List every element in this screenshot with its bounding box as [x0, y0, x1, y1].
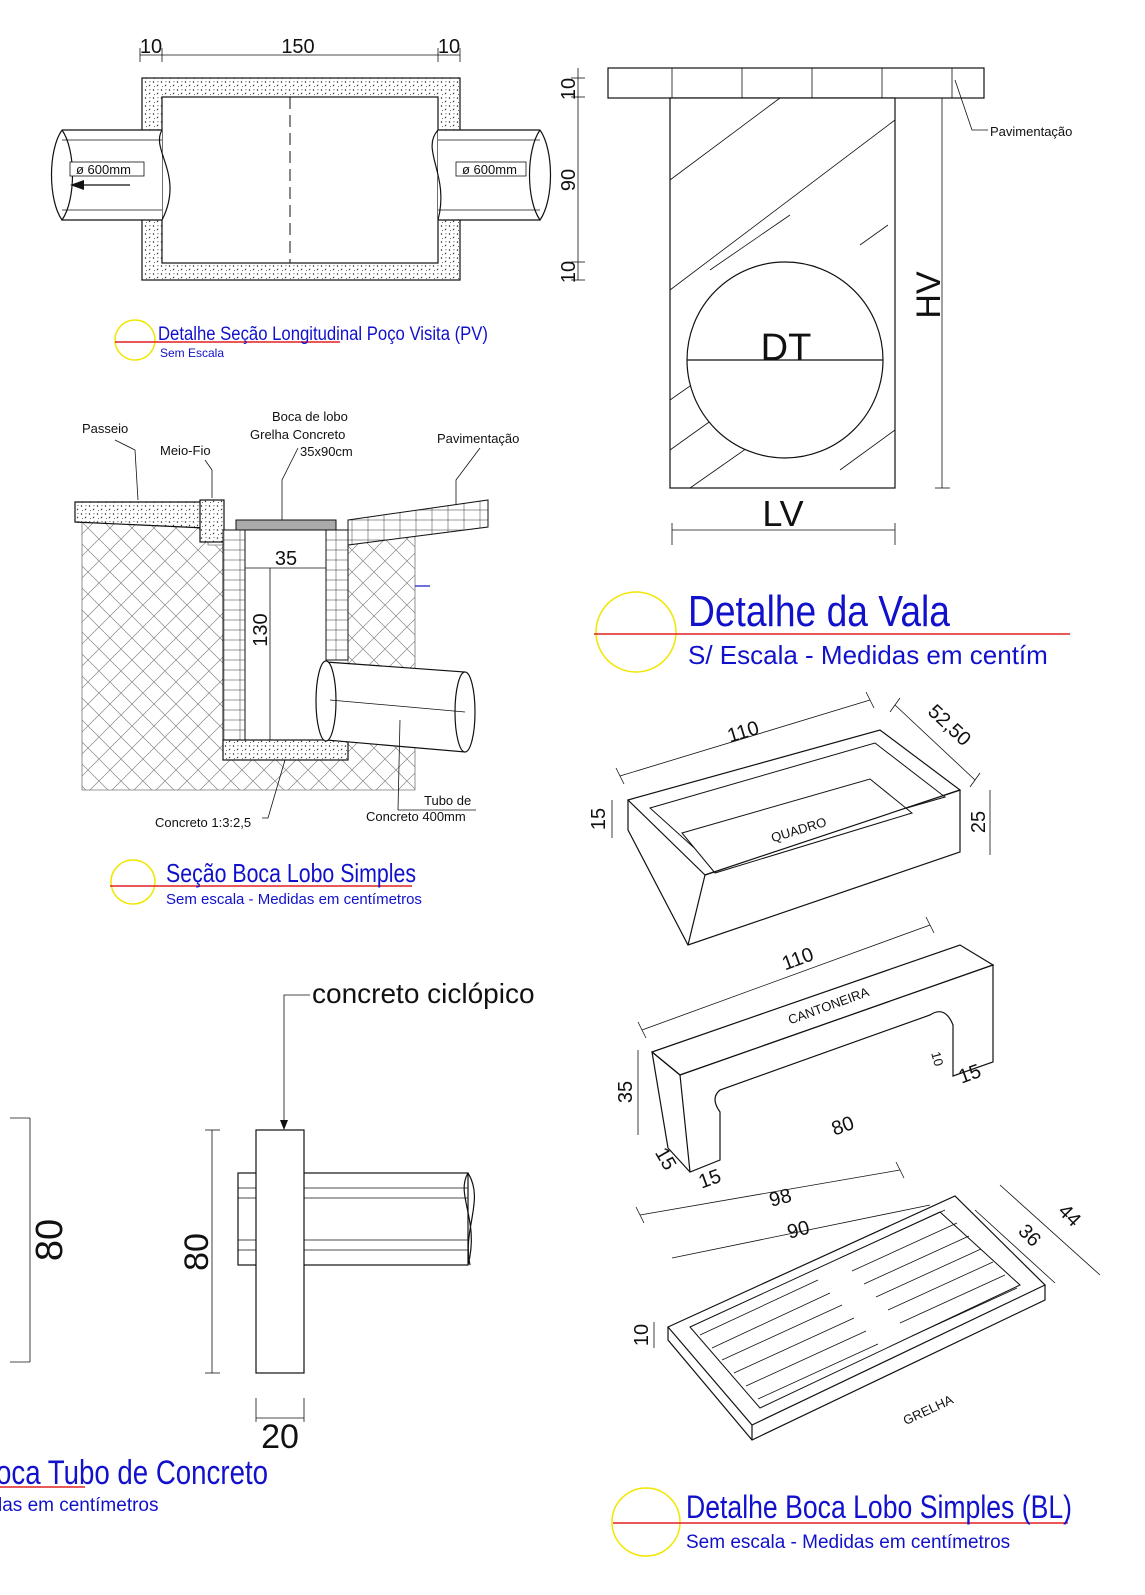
vala-dim-middle: 90 [558, 169, 580, 191]
pv-subtitle: Sem Escala [160, 346, 224, 360]
pv-pipe-left: ø 600mm [50, 129, 171, 222]
pieces-title: Detalhe Boca Lobo Simples (BL) [686, 1489, 1072, 1525]
grelha-piece: 98 90 44 36 10 [631, 1161, 1101, 1441]
pv-dim-left: 10 [140, 36, 162, 58]
grelha-height: 10 [631, 1324, 653, 1346]
bl-title: Seção Boca Lobo Simples [166, 858, 416, 888]
bl-tube-label-2: Concreto 400mm [366, 809, 466, 824]
cantoneira-leg2: 15 [696, 1165, 724, 1193]
quadro-depth: 52,50 [923, 700, 975, 750]
bl-section: Passeio Meio-Fio Boca de lobo Grelha Con… [74, 409, 519, 908]
cantoneira-inner: 80 [829, 1112, 857, 1140]
quadro-h-left: 15 [588, 808, 610, 830]
cantoneira-piece: 110 35 CANTONEIRA 80 15 10 15 15 [615, 916, 995, 1194]
tube-mouth: concreto ciclópico 80 80 20 oca Tubo de … [0, 978, 535, 1516]
pv-section: 10 150 10 ø 600mm ø 6 [50, 36, 552, 361]
flow-arrow-icon [70, 180, 84, 190]
cantoneira-leg: 15 [650, 1144, 680, 1174]
vala-title: Detalhe da Vala [688, 587, 950, 636]
bl-concrete-label: Concreto 1:3:2,5 [155, 815, 251, 830]
bl-curb [199, 499, 225, 543]
tube-title: oca Tubo de Concreto [0, 1454, 268, 1492]
vala-dim-top: 10 [558, 78, 580, 100]
pv-pipe-right: ø 600mm [431, 129, 552, 222]
cantoneira-small: 10 [928, 1050, 946, 1068]
grelha-inner-length: 90 [785, 1217, 812, 1244]
grelha-outer-width: 44 [1054, 1200, 1085, 1231]
tube-headwall [255, 1129, 305, 1374]
bl-pipe [325, 661, 466, 753]
quadro-piece: 110 52,50 15 25 QUADRO [588, 691, 991, 946]
vala-dt-label: DT [761, 327, 812, 369]
vala-detail: 10 90 10 Pavimentação DT HV LV Detalhe d… [558, 67, 1072, 673]
bl-brick-wall-left [222, 529, 246, 741]
bl-subtitle: Sem escala - Medidas em centímetros [166, 891, 422, 908]
pieces-subtitle: Sem escala - Medidas em centímetros [686, 1532, 1010, 1553]
pv-pipe-right-label: ø 600mm [462, 162, 517, 177]
bl-boca-label-1: Boca de lobo [272, 409, 348, 424]
grelha-label: GRELHA [901, 1392, 956, 1428]
bl-base [222, 739, 349, 761]
bl-meio-fio-label: Meio-Fio [160, 443, 211, 458]
bl-dim-width: 35 [275, 548, 297, 570]
bl-tube-label-1: Tubo de [424, 793, 471, 808]
bl-dim-height: 130 [250, 613, 272, 646]
tube-dim-height: 80 [178, 1233, 216, 1271]
bl-boca-label-3: 35x90cm [300, 444, 353, 459]
vala-title-circle [595, 591, 677, 673]
quadro-h-right: 25 [968, 811, 990, 833]
tube-subtitle: las em centímetros [0, 1495, 159, 1516]
vala-pavement [607, 67, 985, 99]
cantoneira-height: 35 [615, 1081, 637, 1103]
vala-dim-bottom: 10 [558, 261, 580, 283]
quadro-length: 110 [725, 717, 762, 747]
pv-dim-middle: 150 [281, 36, 314, 58]
cantoneira-length: 110 [779, 944, 816, 976]
vala-hv-label: HV [910, 271, 948, 319]
bl-passeio-label: Passeio [82, 421, 128, 436]
pv-pipe-left-label: ø 600mm [76, 162, 131, 177]
bl-brick-wall-right [325, 529, 349, 661]
tube-dim-left: 80 [29, 1219, 71, 1261]
bl-boca-label-2: Grelha Concreto [250, 427, 345, 442]
vala-subtitle: S/ Escala - Medidas em centím [688, 640, 1048, 670]
pv-title-circle [114, 319, 156, 361]
bl-title-circle [110, 859, 156, 905]
pieces-title-circle [611, 1487, 681, 1557]
pv-title: Detalhe Seção Longitudinal Poço Visita (… [158, 324, 488, 345]
tube-callout: concreto ciclópico [312, 978, 535, 1009]
tube-dim-width: 20 [261, 1418, 299, 1456]
grelha-inner-width: 36 [1014, 1220, 1045, 1251]
pv-chamber [161, 96, 439, 264]
bl-pavement-label: Pavimentação [437, 431, 519, 446]
vala-lv-label: LV [762, 493, 803, 534]
pv-dim-right: 10 [438, 36, 460, 58]
bl-grate [235, 519, 337, 531]
vala-pavement-label: Pavimentação [990, 124, 1072, 139]
bl-pieces: 110 52,50 15 25 QUADRO 110 35 [588, 691, 1101, 1557]
